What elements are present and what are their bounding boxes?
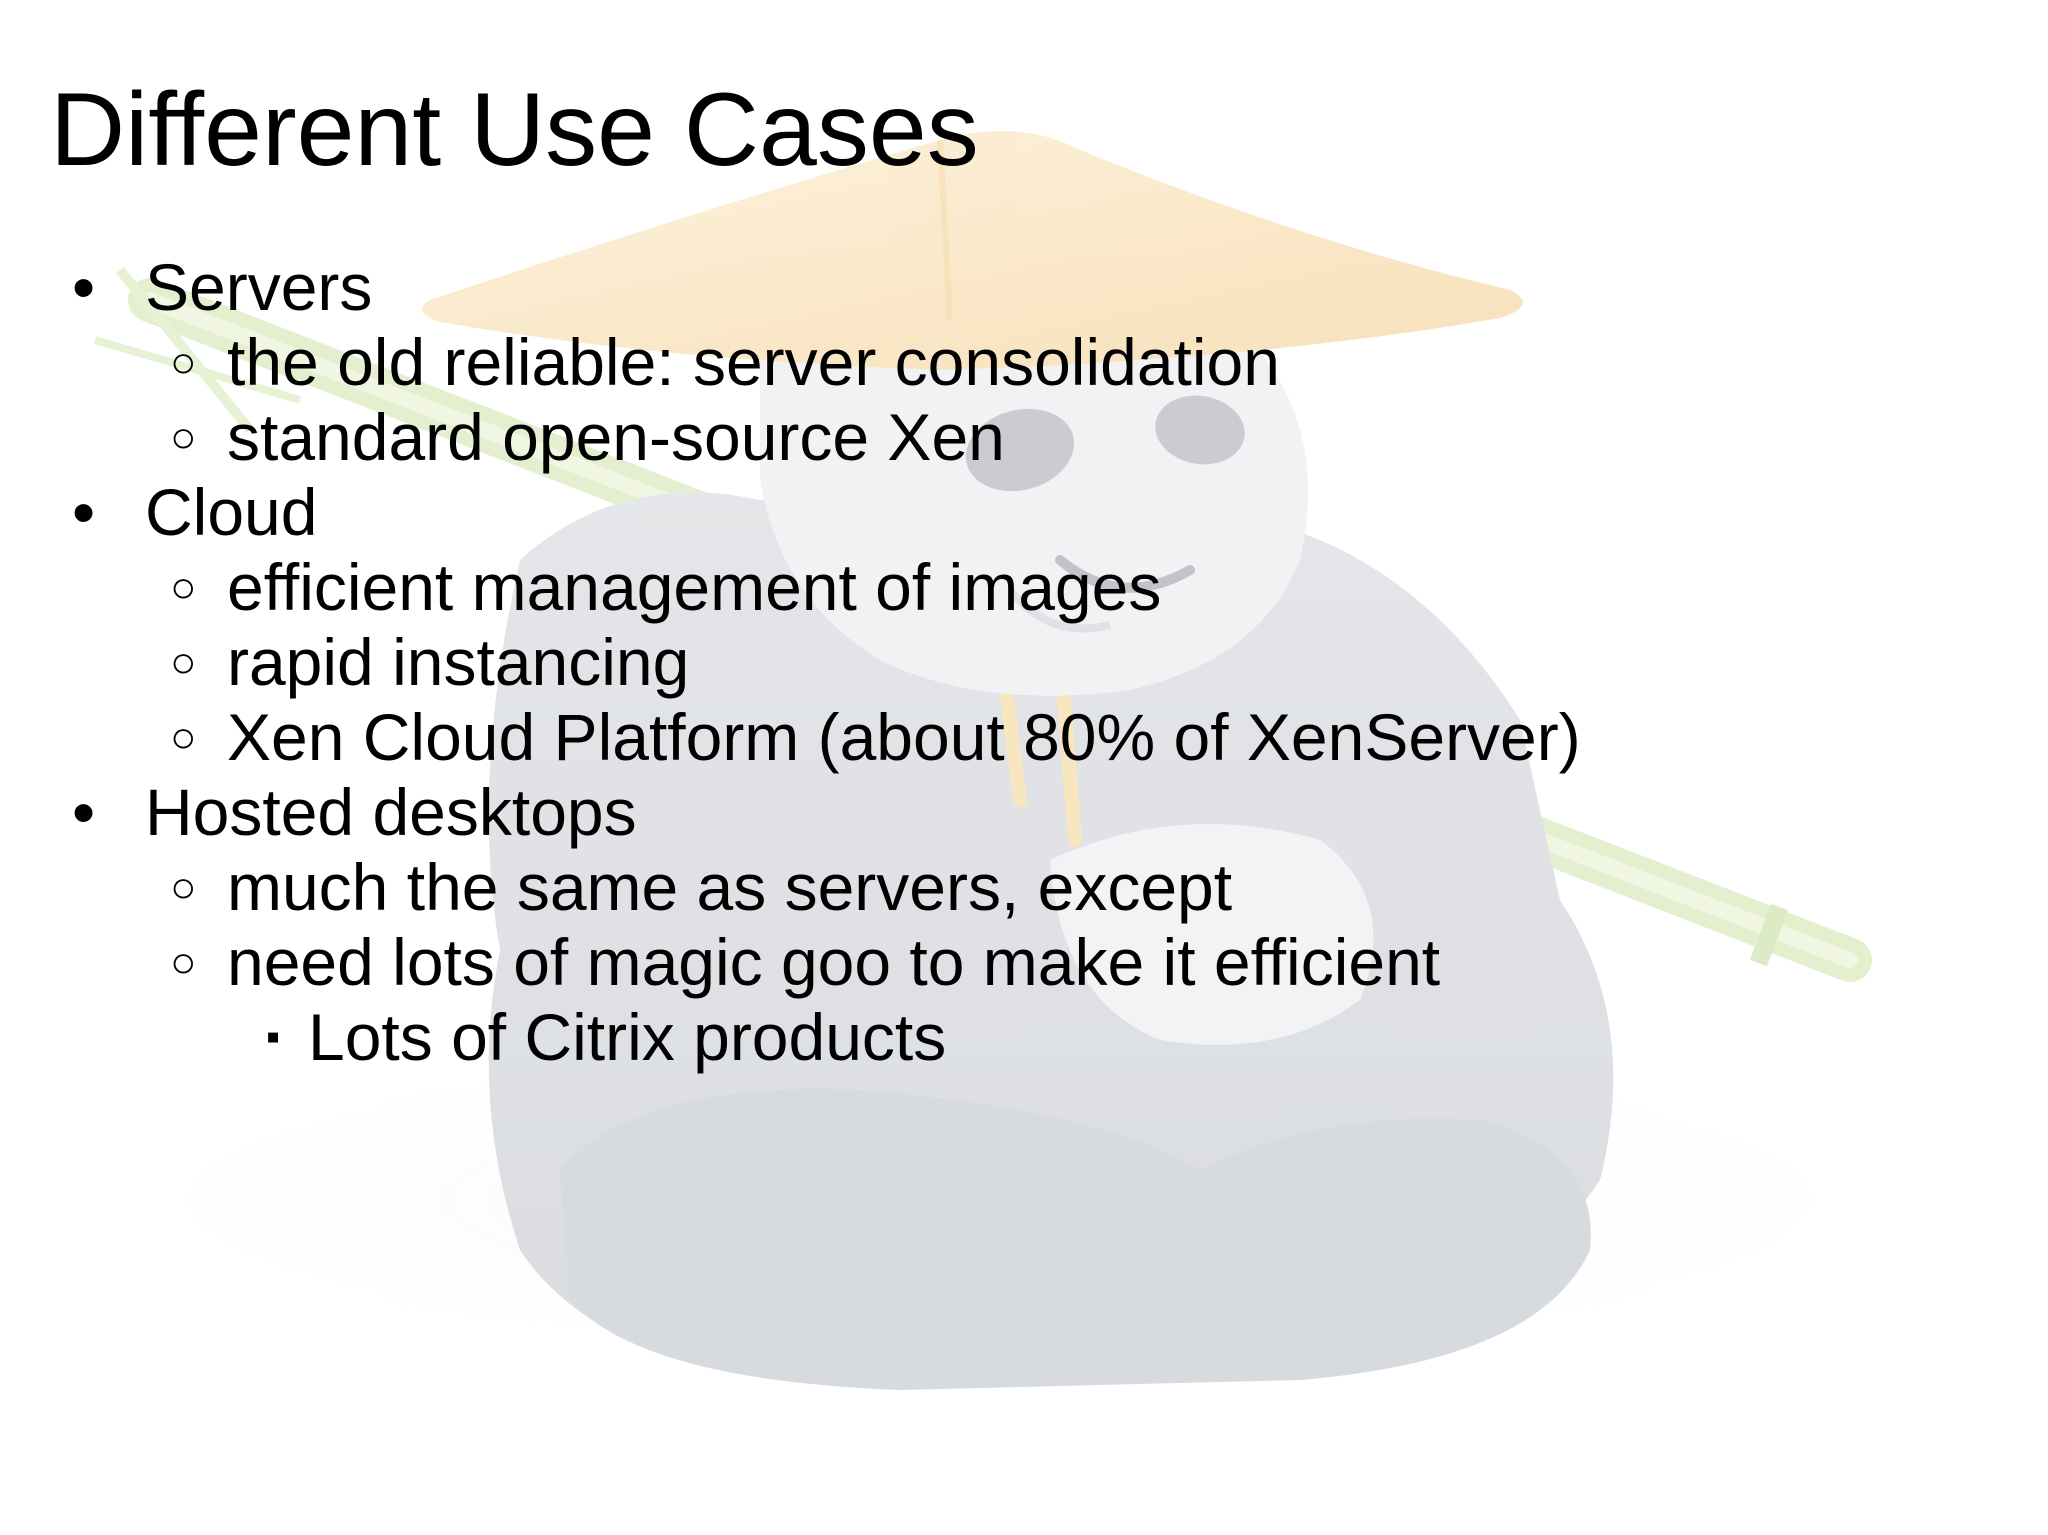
list-item-text: Xen Cloud Platform (about 80% of XenServ…	[227, 700, 1581, 774]
list-item: • Cloud	[0, 475, 2048, 550]
bullet-dot-icon: •	[72, 250, 96, 324]
bullet-square-icon: ▪	[266, 1015, 281, 1059]
straw-hat-icon	[422, 131, 1523, 370]
list-item-text: the old reliable: server consolidation	[227, 325, 1280, 399]
list-item: ○ the old reliable: server consolidation	[0, 325, 2048, 400]
list-item-text: Hosted desktops	[145, 775, 637, 849]
bullet-list: • Servers ○ the old reliable: server con…	[0, 250, 2048, 1075]
bullet-circle-icon: ○	[170, 938, 197, 987]
list-item-text: Lots of Citrix products	[308, 1000, 947, 1074]
list-item: ○ rapid instancing	[0, 625, 2048, 700]
bullet-dot-icon: •	[72, 775, 96, 849]
list-item: • Servers	[0, 250, 2048, 325]
bullet-dot-icon: •	[72, 475, 96, 549]
legs-shape	[560, 1089, 1591, 1390]
list-item: ○ need lots of magic goo to make it effi…	[0, 925, 2048, 1000]
bullet-circle-icon: ○	[170, 713, 197, 762]
bullet-circle-icon: ○	[170, 563, 197, 612]
list-item: ○ much the same as servers, except	[0, 850, 2048, 925]
list-item: ○ standard open-source Xen	[0, 400, 2048, 475]
bullet-circle-icon: ○	[170, 338, 197, 387]
list-item: ○ efficient management of images	[0, 550, 2048, 625]
list-item-text: need lots of magic goo to make it effici…	[227, 925, 1441, 999]
list-item: ▪ Lots of Citrix products	[0, 1000, 2048, 1075]
list-item-text: standard open-source Xen	[227, 400, 1005, 474]
slide-title: Different Use Cases	[50, 72, 979, 188]
list-item-text: much the same as servers, except	[227, 850, 1233, 924]
list-item-text: efficient management of images	[227, 550, 1162, 624]
list-item-text: Cloud	[145, 475, 318, 549]
list-item-text: Servers	[145, 250, 373, 324]
list-item-text: rapid instancing	[227, 625, 690, 699]
bullet-circle-icon: ○	[170, 638, 197, 687]
list-item: ○ Xen Cloud Platform (about 80% of XenSe…	[0, 700, 2048, 775]
arm-shape	[1050, 824, 1374, 1045]
bullet-circle-icon: ○	[170, 863, 197, 912]
list-item: • Hosted desktops	[0, 775, 2048, 850]
bullet-circle-icon: ○	[170, 413, 197, 462]
